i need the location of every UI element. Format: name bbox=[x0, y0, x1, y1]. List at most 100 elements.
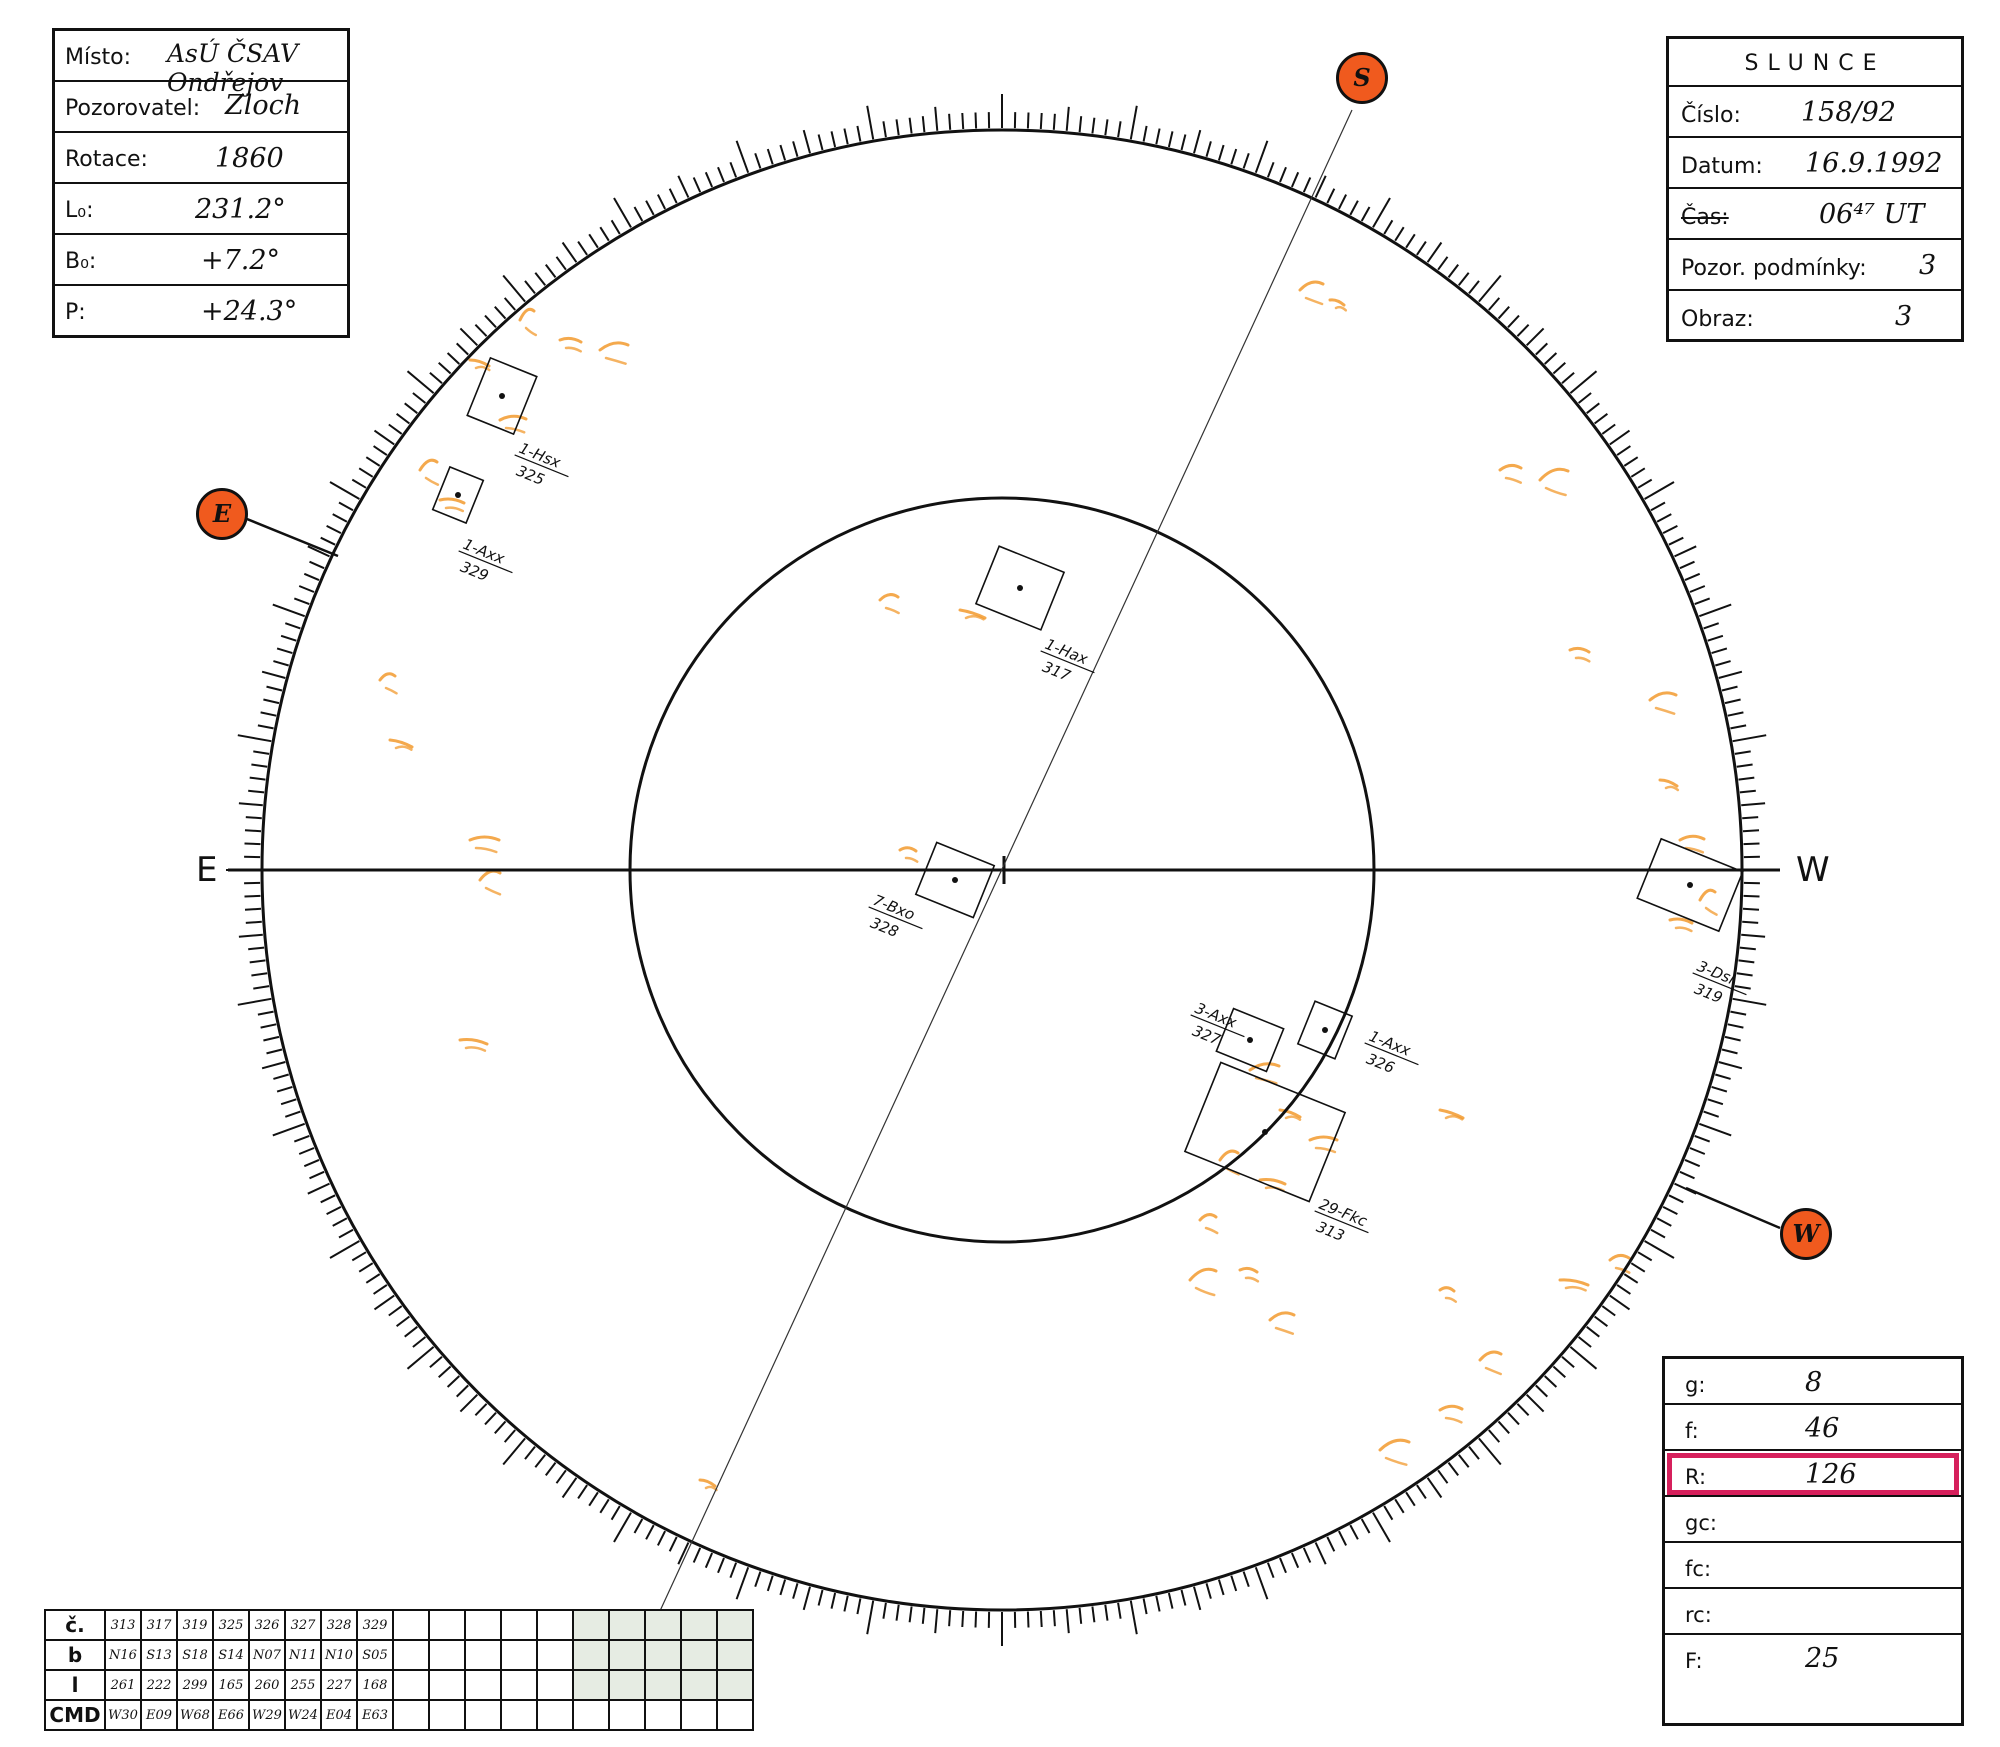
degree-tick bbox=[251, 763, 268, 768]
degree-tick bbox=[326, 525, 342, 534]
degree-tick bbox=[779, 144, 787, 161]
degree-tick bbox=[456, 342, 469, 356]
degree-tick bbox=[1230, 148, 1238, 165]
degree-tick bbox=[1302, 177, 1312, 193]
degree-tick bbox=[577, 241, 588, 256]
degree-tick bbox=[253, 750, 270, 755]
facula-stroke bbox=[1664, 785, 1680, 792]
degree-tick bbox=[351, 478, 367, 489]
degree-tick bbox=[338, 501, 354, 512]
degree-tick bbox=[1104, 119, 1109, 136]
sunspot-group-frame bbox=[466, 356, 538, 436]
degree-tick bbox=[692, 1547, 702, 1563]
facula-stroke bbox=[1244, 1276, 1260, 1283]
degree-tick bbox=[244, 907, 262, 911]
degree-tick bbox=[1715, 1073, 1731, 1080]
degree-tick bbox=[1254, 1566, 1269, 1600]
degree-tick bbox=[1736, 972, 1753, 977]
sunspot bbox=[1017, 585, 1023, 591]
table-row-label: č. bbox=[44, 1609, 106, 1641]
degree-tick bbox=[237, 734, 272, 743]
degree-tick bbox=[1516, 324, 1530, 337]
facula-stroke bbox=[518, 307, 536, 322]
facula-stroke bbox=[884, 606, 900, 615]
degree-tick bbox=[1694, 597, 1711, 606]
degree-tick bbox=[802, 1586, 811, 1611]
degree-tick bbox=[1129, 1600, 1138, 1635]
degree-tick bbox=[1091, 1606, 1096, 1623]
degree-tick bbox=[1742, 816, 1759, 820]
degree-tick bbox=[1650, 1228, 1666, 1239]
table-cell bbox=[572, 1609, 610, 1641]
degree-tick bbox=[866, 1600, 875, 1635]
degree-tick bbox=[1478, 1437, 1502, 1466]
table-cell bbox=[428, 1639, 466, 1671]
degree-tick bbox=[1091, 117, 1096, 134]
table-cell bbox=[428, 1699, 466, 1731]
b0-row: B₀: +7.2° bbox=[55, 235, 347, 286]
conditions-label: Pozor. podmínky: bbox=[1681, 256, 1867, 281]
sunspot bbox=[499, 393, 505, 399]
table-cell bbox=[428, 1609, 466, 1641]
degree-tick bbox=[555, 256, 567, 271]
degree-tick bbox=[729, 161, 738, 178]
facula-stroke bbox=[1304, 296, 1324, 306]
degree-tick bbox=[555, 1469, 567, 1484]
degree-tick bbox=[735, 1566, 750, 1600]
facula-stroke bbox=[1274, 1326, 1295, 1335]
degree-tick bbox=[1488, 1429, 1501, 1443]
degree-tick bbox=[1507, 1412, 1520, 1426]
degree-tick bbox=[908, 117, 913, 134]
table-cell: 260 bbox=[248, 1669, 286, 1701]
degree-tick bbox=[588, 1491, 599, 1507]
facula-stroke bbox=[1204, 1226, 1219, 1235]
degree-tick bbox=[1674, 545, 1697, 558]
degree-tick bbox=[1743, 894, 1760, 898]
degree-tick bbox=[1279, 1557, 1287, 1574]
g-value: 8 bbox=[1805, 1367, 1823, 1398]
table-cell: 329 bbox=[356, 1609, 394, 1641]
b0-value: +7.2° bbox=[201, 245, 281, 276]
f-value: 46 bbox=[1805, 1413, 1840, 1444]
degree-tick bbox=[1416, 1484, 1427, 1499]
facula-stroke bbox=[1314, 1146, 1337, 1154]
degree-tick bbox=[1205, 1583, 1212, 1599]
degree-tick bbox=[280, 634, 297, 642]
degree-tick bbox=[1552, 1365, 1566, 1378]
degree-tick bbox=[257, 1010, 274, 1016]
degree-tick bbox=[1242, 1571, 1250, 1588]
degree-tick bbox=[358, 1262, 374, 1273]
degree-tick bbox=[1349, 200, 1359, 216]
degree-tick bbox=[1516, 1403, 1530, 1416]
degree-tick bbox=[1703, 622, 1720, 630]
degree-tick bbox=[248, 946, 265, 951]
degree-tick bbox=[692, 177, 702, 193]
degree-tick bbox=[1383, 1505, 1394, 1521]
degree-tick bbox=[1155, 128, 1161, 145]
facula-stroke bbox=[1608, 1253, 1631, 1262]
facula-stroke bbox=[468, 835, 501, 842]
facula-stroke bbox=[1574, 656, 1591, 663]
facula-stroke bbox=[444, 506, 465, 513]
table-cell: N11 bbox=[284, 1639, 322, 1671]
degree-tick bbox=[1360, 1518, 1371, 1534]
axis-label-west: W bbox=[1796, 850, 1830, 890]
degree-tick bbox=[298, 585, 315, 593]
facula-stroke bbox=[1668, 917, 1694, 925]
facula-stroke bbox=[464, 1046, 487, 1052]
table-cell: W24 bbox=[284, 1699, 322, 1731]
degree-tick bbox=[974, 112, 978, 129]
conditions-value: 3 bbox=[1919, 250, 1937, 281]
degree-tick bbox=[856, 1598, 862, 1615]
degree-tick bbox=[446, 1375, 460, 1388]
degree-tick bbox=[1078, 116, 1083, 133]
f-label: f: bbox=[1685, 1419, 1699, 1443]
table-cell bbox=[392, 1669, 430, 1701]
facula-stroke bbox=[1568, 646, 1591, 654]
facula-stroke bbox=[1648, 691, 1678, 702]
degree-tick bbox=[610, 219, 621, 235]
